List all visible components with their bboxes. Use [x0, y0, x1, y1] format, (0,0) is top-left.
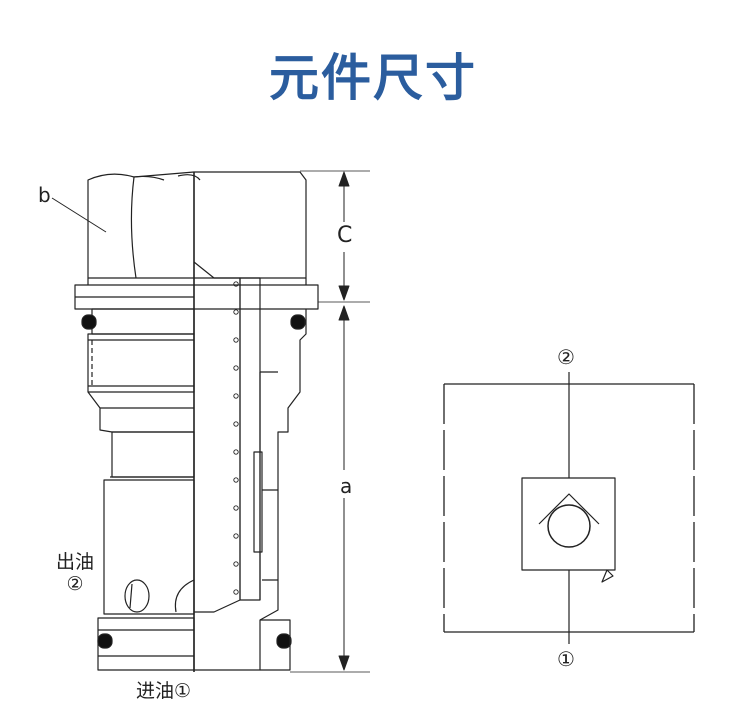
dimension-lines: [290, 170, 370, 673]
outlet-port-number: ②: [66, 573, 84, 595]
check-ball: [547, 504, 591, 548]
label-b-leader: [51, 197, 107, 233]
outlet-label-group: 出油 ②: [56, 551, 94, 595]
check-valve-box: [521, 477, 616, 571]
o-ring-upper-left: [81, 314, 97, 330]
outlet-label: 出油: [56, 551, 95, 573]
symbol-port-1: ①: [557, 647, 575, 671]
thread: [87, 333, 195, 393]
spring: [233, 281, 239, 595]
inlet-label: 进油①: [136, 680, 192, 702]
o-ring-lower-right: [276, 633, 292, 649]
port-hole-left: [124, 579, 150, 613]
dimension-c-label: C: [337, 223, 353, 248]
hex-head: [87, 171, 307, 279]
symbol-port-2: ②: [557, 345, 575, 369]
page-title: 元件尺寸: [269, 49, 477, 107]
o-ring-lower-left: [97, 633, 113, 649]
o-ring-upper-right: [290, 314, 306, 330]
valve-body: [103, 479, 195, 615]
label-b: b: [38, 183, 51, 207]
hydraulic-symbol: [443, 372, 695, 644]
valve-cross-section: [51, 171, 319, 672]
dimension-a-label: a: [340, 474, 353, 498]
